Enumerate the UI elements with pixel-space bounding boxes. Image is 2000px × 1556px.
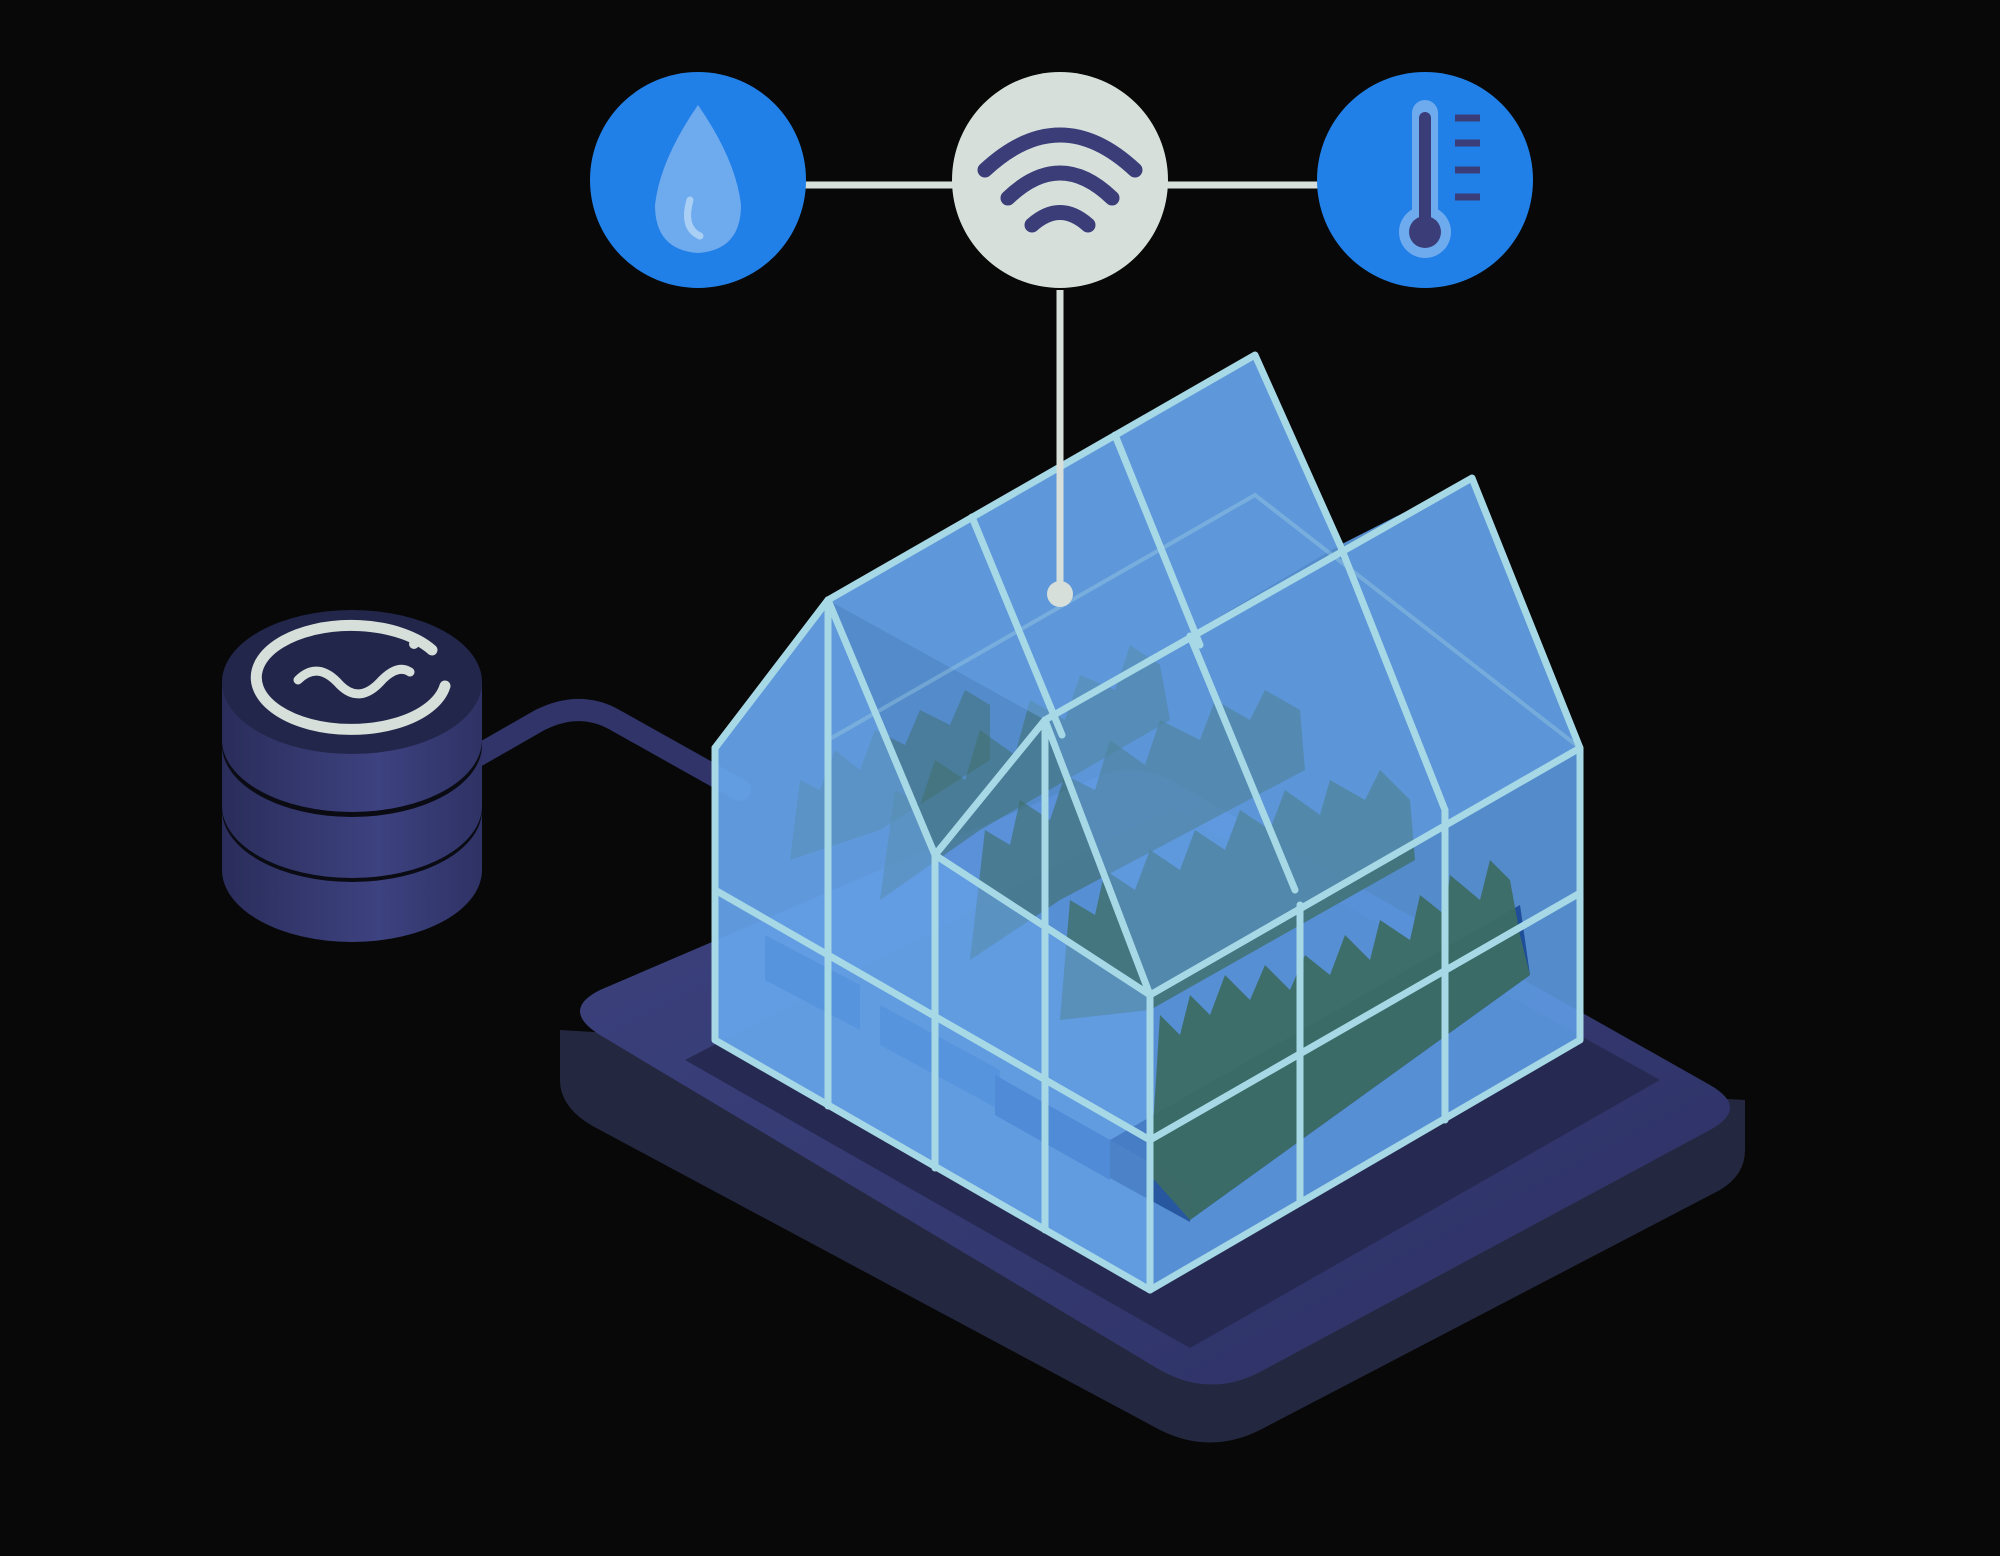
sensor-anchor-dot <box>1047 581 1073 607</box>
wifi-icon <box>977 127 1143 233</box>
greenhouse-frame <box>711 351 1584 1294</box>
greenhouse <box>711 351 1584 1294</box>
sensor-network-links <box>800 181 1320 592</box>
thermometer-icon <box>1399 100 1480 258</box>
database-cable <box>459 699 751 801</box>
temperature-sensor-node <box>1317 72 1533 288</box>
database-icon <box>222 610 482 942</box>
wifi-sensor-node <box>952 72 1168 288</box>
database-logo-icon <box>250 619 451 735</box>
water-drop-icon <box>655 105 741 253</box>
water-sensor-node <box>590 72 806 288</box>
greenhouse-roof-glass <box>828 355 1340 720</box>
greenhouse-right-roof-glass <box>1045 478 1580 995</box>
